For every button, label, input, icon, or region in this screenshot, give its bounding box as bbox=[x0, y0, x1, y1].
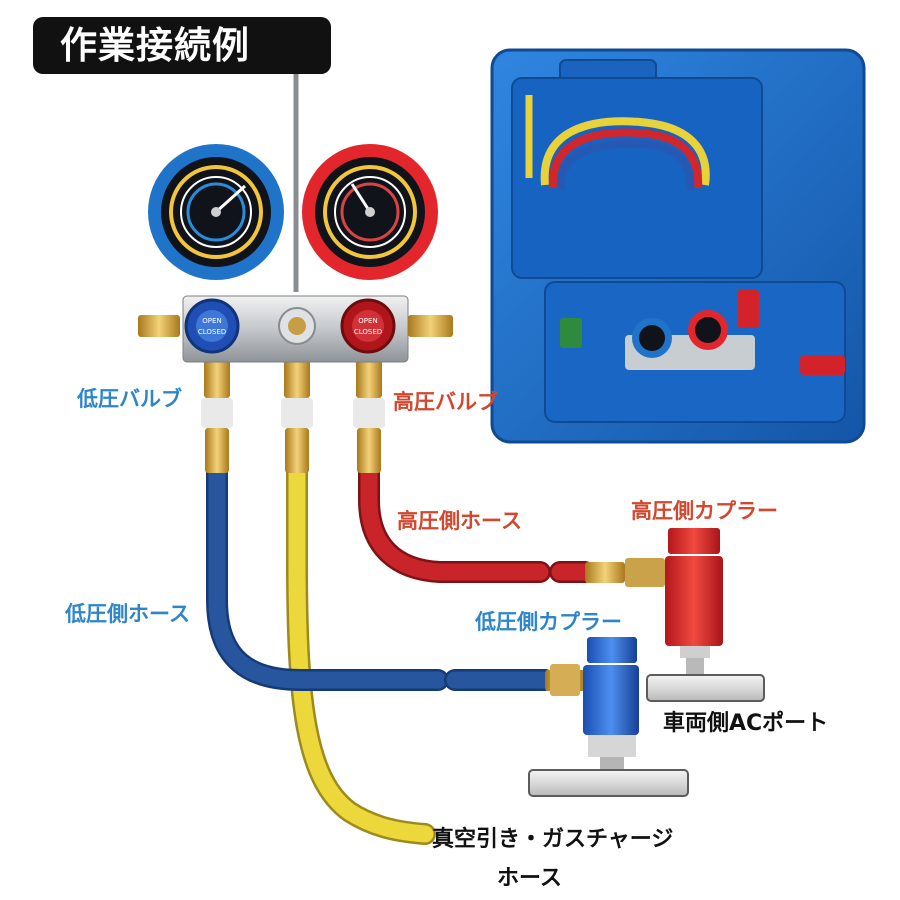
blue-hose bbox=[208, 461, 447, 689]
low-valve-label: 低圧バルブ bbox=[77, 387, 182, 411]
high-coupler-label: 高圧側カプラー bbox=[631, 499, 778, 523]
vacuum-hose-label-line2: ホース bbox=[497, 866, 562, 891]
yellow-hose bbox=[288, 431, 434, 843]
page-title: 作業接続例 bbox=[60, 24, 250, 67]
blue-quick-coupler-icon bbox=[583, 637, 639, 777]
manifold-block-icon bbox=[138, 295, 453, 363]
red-pressure-gauge-icon bbox=[302, 144, 438, 280]
low-hose-label: 低圧側ホース bbox=[65, 602, 190, 626]
blue-pressure-gauge-icon bbox=[148, 144, 284, 280]
ac-pipe-icon bbox=[528, 674, 765, 797]
red-quick-coupler-icon bbox=[665, 528, 723, 678]
vacuum-hose-label-line1: 真空引き・ガスチャージ bbox=[432, 827, 674, 852]
hoses bbox=[206, 429, 596, 845]
closed-text-red: CLOSED bbox=[354, 328, 382, 336]
open-text-red: OPEN bbox=[358, 317, 377, 325]
red-hose bbox=[360, 446, 549, 581]
high-hose-label: 高圧側ホース bbox=[397, 509, 522, 533]
open-text: OPEN bbox=[202, 317, 221, 325]
ac-port-label: 車両側ACポート bbox=[663, 711, 829, 736]
high-valve-label: 高圧バルブ bbox=[393, 390, 498, 414]
low-coupler-label: 低圧側カプラー bbox=[475, 610, 622, 634]
closed-text: CLOSED bbox=[198, 328, 226, 336]
hose-fittings bbox=[201, 360, 665, 696]
carry-case-icon bbox=[490, 48, 866, 444]
title-banner bbox=[33, 17, 331, 74]
